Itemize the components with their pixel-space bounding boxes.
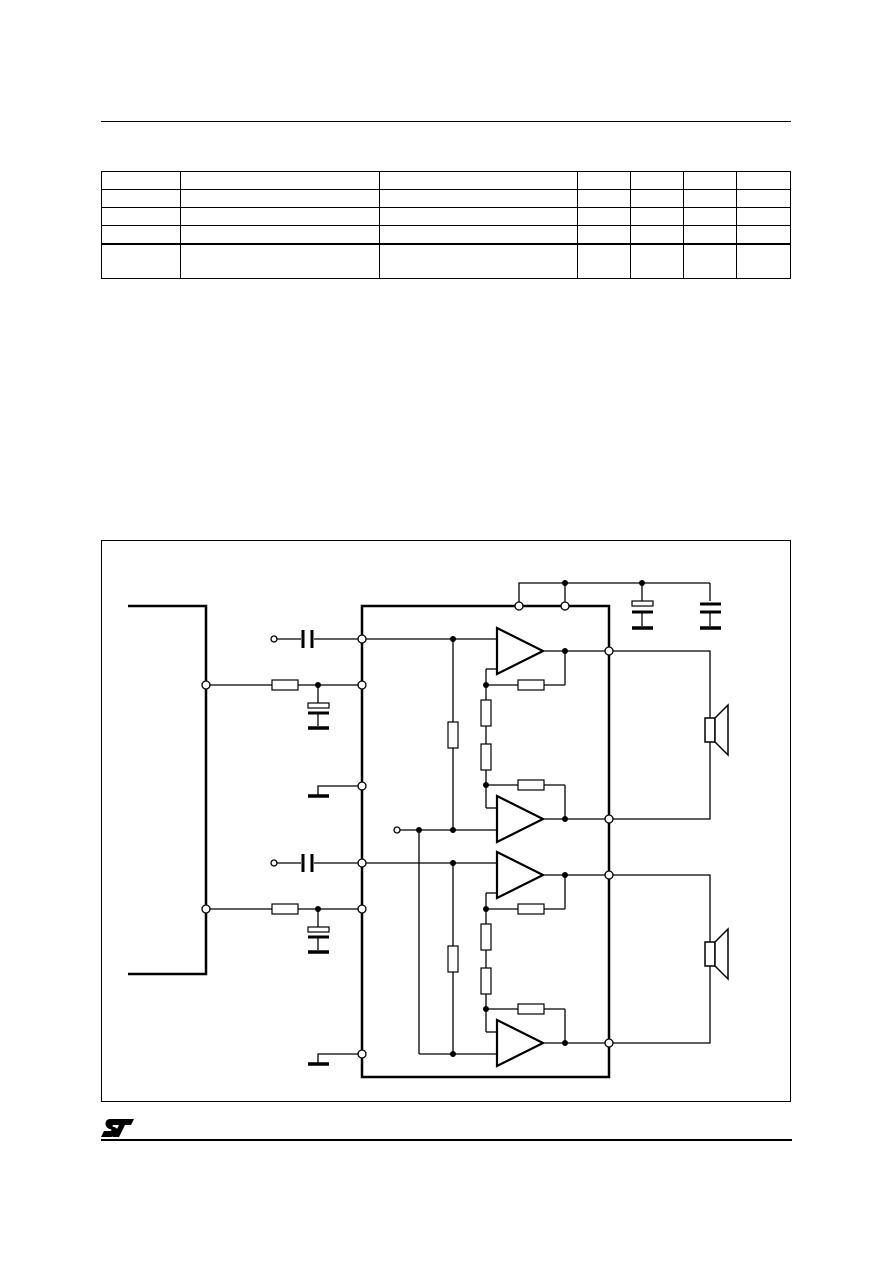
table-cell (577, 207, 632, 226)
table-cell (179, 225, 380, 245)
table-cell (683, 171, 738, 190)
table-cell (179, 171, 380, 190)
table-cell (577, 243, 632, 279)
resistor-group (271, 679, 545, 1015)
table-cell (577, 189, 632, 208)
circuit-schematic (128, 580, 729, 1079)
table-cell (378, 225, 579, 245)
table-cell (179, 189, 380, 208)
table-cell (577, 171, 632, 190)
resistor-icon (480, 699, 492, 727)
table-cell (378, 207, 579, 226)
application-circuit-diagram (101, 540, 791, 1102)
resistor-icon (480, 743, 492, 771)
footer-rule (101, 1139, 792, 1141)
table-cell (630, 207, 685, 226)
table-cell (101, 171, 181, 190)
table-cell (736, 171, 791, 190)
table-row (101, 189, 791, 208)
pin-terminals (201, 601, 614, 1059)
junction-dots (315, 580, 645, 1057)
supply-rail (518, 582, 710, 606)
table-row (101, 207, 791, 226)
table-cell (630, 225, 685, 245)
table-cell (683, 243, 738, 279)
ic-package (360, 604, 611, 1079)
table-cell (101, 225, 181, 245)
resistor-icon (480, 923, 492, 951)
header-rule (101, 121, 791, 122)
table-cell (101, 189, 181, 208)
table-cell (577, 225, 632, 245)
table-row (101, 225, 791, 245)
speaker-icon (704, 703, 729, 981)
spec-table (101, 171, 791, 279)
resistor-icon (447, 721, 459, 749)
table-cell (683, 225, 738, 245)
resistor-icon (517, 779, 545, 791)
table-cell (630, 171, 685, 190)
table-cell (736, 207, 791, 226)
table-cell (378, 171, 579, 190)
table-cell (179, 207, 380, 226)
resistor-icon (447, 945, 459, 973)
resistor-icon (517, 1003, 545, 1015)
resistor-icon (271, 679, 299, 691)
signal-source-block (128, 604, 208, 976)
table-cell (683, 207, 738, 226)
table-cell (378, 243, 579, 279)
table-cell (101, 243, 181, 279)
resistor-icon (517, 903, 545, 915)
resistor-icon (517, 679, 545, 691)
table-cell (630, 243, 685, 279)
table-cell (179, 243, 380, 279)
table-cell (378, 189, 579, 208)
st-logo-icon (101, 1119, 134, 1137)
table-row (101, 171, 791, 190)
table-cell (736, 243, 791, 279)
table-cell (630, 189, 685, 208)
resistor-icon (480, 967, 492, 995)
table-cell (736, 189, 791, 208)
ground-symbol-icon (308, 626, 721, 1066)
table-cell (101, 207, 181, 226)
table-cell (683, 189, 738, 208)
amplifier-triangle-icon (495, 626, 546, 1068)
table-cell (736, 225, 791, 245)
resistor-icon (271, 903, 299, 915)
table-row (101, 243, 791, 279)
